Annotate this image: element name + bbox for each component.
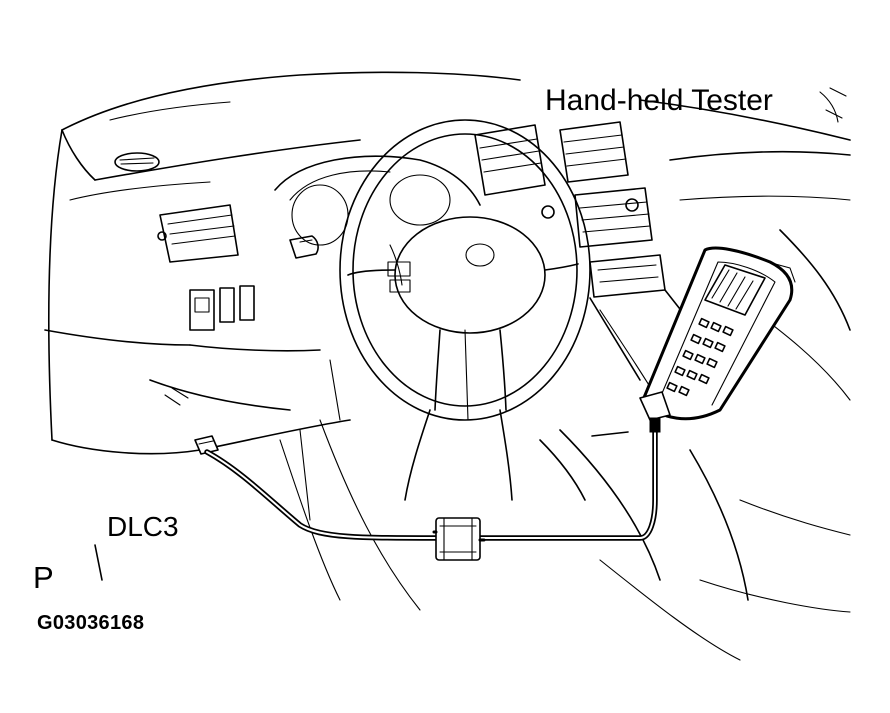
- left-air-vent: [157, 204, 239, 263]
- figure-code-label: G03036168: [37, 612, 145, 634]
- cable-junction-box: [432, 517, 486, 561]
- lower-dashboard: [149, 344, 586, 521]
- defroster-vent: [114, 152, 160, 172]
- hand-held-tester-label: Hand-held Tester: [545, 84, 773, 117]
- steering-wheel: [339, 119, 591, 501]
- dlc3-label: DLC3: [107, 511, 179, 542]
- instrument-cluster: [274, 155, 481, 259]
- dlc3-port: [194, 435, 219, 455]
- tester-cable: [204, 427, 658, 541]
- p-mark-label: P: [33, 560, 54, 595]
- switch-panel: [189, 285, 255, 331]
- hand-held-tester-device: [639, 246, 796, 433]
